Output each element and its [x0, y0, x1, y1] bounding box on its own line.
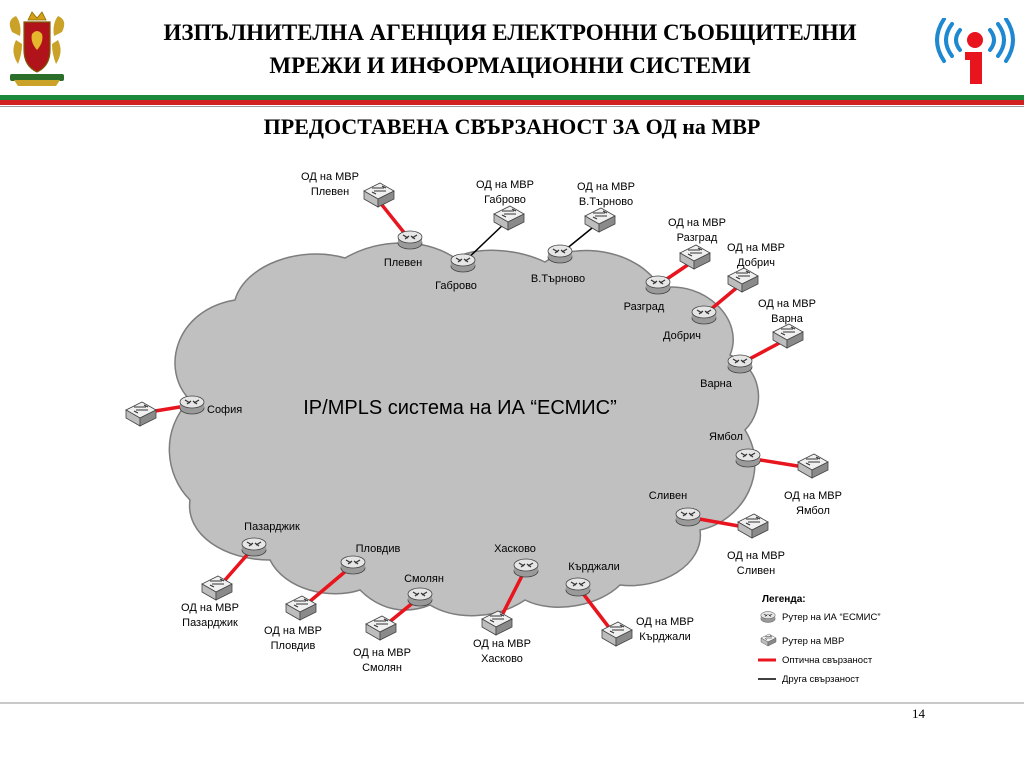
od-label-sliven: ОД на МВР Сливен — [727, 550, 785, 577]
legend-mvr-router-icon — [760, 633, 777, 647]
od-label-sliven-line2: Сливен — [737, 565, 775, 577]
header-stripe-white — [0, 92, 1024, 95]
header-title: ИЗПЪЛНИТЕЛНА АГЕНЦИЯ ЕЛЕКТРОННИ СЪОБЩИТЕ… — [130, 16, 890, 82]
switch-od-pleven — [363, 182, 395, 208]
od-label-gabrovo-line2: Габрово — [484, 194, 526, 206]
od-label-razgrad-line1: ОД на МВР — [668, 217, 726, 229]
router-label-vtarnovo: В.Търново — [531, 273, 585, 285]
router-label-yambol: Ямбол — [709, 431, 743, 443]
od-label-vtarnovo-line1: ОД на МВР — [577, 181, 635, 193]
router-dobrich — [691, 305, 717, 325]
coat-of-arms-icon — [9, 11, 65, 86]
od-label-varna-line2: Варна — [771, 313, 804, 325]
od-label-haskovo-line1: ОД на МВР — [473, 638, 531, 650]
router-label-sliven: Сливен — [649, 490, 687, 502]
router-label-haskovo: Хасково — [494, 543, 536, 555]
router-label-kardzhali: Кърджали — [568, 561, 620, 573]
od-label-smolyan: ОД на МВР Смолян — [353, 647, 411, 674]
router-kardzhali — [565, 577, 591, 597]
od-label-plovdiv: ОД на МВР Пловдив — [264, 625, 322, 652]
switch-od-yambol — [797, 453, 829, 479]
od-label-dobrich-line2: Добрич — [737, 257, 775, 269]
od-label-haskovo: ОД на МВР Хасково — [473, 638, 531, 665]
od-label-pazardzhik-line1: ОД на МВР — [181, 602, 239, 614]
legend-other: Друга свързаност — [782, 674, 860, 685]
router-label-dobrich: Добрич — [663, 330, 701, 342]
legend-title: Легенда: — [762, 594, 806, 605]
od-label-kardzhali: ОД на МВР Кърджали — [636, 616, 694, 643]
od-label-plovdiv-line2: Пловдив — [271, 640, 316, 652]
header-stripe-green — [0, 95, 1024, 100]
switch-od-sliven — [737, 513, 769, 539]
legend-mvr-router: Рутер на МВР — [782, 636, 844, 647]
router-vtarnovo — [547, 244, 573, 264]
router-label-pazardzhik: Пазарджик — [244, 521, 300, 533]
router-pleven — [397, 230, 423, 250]
router-sliven — [675, 507, 701, 527]
od-label-pazardzhik: ОД на МВР Пазарджик — [181, 602, 239, 629]
od-label-razgrad: ОД на МВР Разград — [668, 217, 726, 244]
od-label-dobrich: ОД на МВР Добрич — [727, 242, 785, 269]
switch-od-dobrich — [727, 267, 759, 293]
od-label-yambol: ОД на МВР Ямбол — [784, 490, 842, 517]
router-sofia — [179, 395, 205, 415]
router-varna — [727, 354, 753, 374]
router-gabrovo — [450, 253, 476, 273]
od-label-plovdiv-line1: ОД на МВР — [264, 625, 322, 637]
header-stripe-red — [0, 100, 1024, 105]
router-label-varna: Варна — [700, 378, 733, 390]
od-label-varna-line1: ОД на МВР — [758, 298, 816, 310]
footer-line — [0, 702, 1024, 704]
legend-esmis-router: Рутер на ИА “ЕСМИС” — [782, 612, 881, 623]
header-stripe-gray — [0, 106, 1024, 107]
router-pazardzhik — [241, 537, 267, 557]
od-label-dobrich-line1: ОД на МВР — [727, 242, 785, 254]
od-label-vtarnovo-line2: В.Търново — [579, 196, 633, 208]
page-number: 14 — [912, 706, 925, 721]
router-plovdiv — [340, 555, 366, 575]
router-label-sofia: София — [207, 404, 242, 416]
od-label-pleven: ОД на МВР Плевен — [301, 171, 359, 198]
router-smolyan — [407, 587, 433, 607]
switch-od-gabrovo — [493, 205, 525, 231]
od-label-smolyan-line1: ОД на МВР — [353, 647, 411, 659]
header-title-line1: ИЗПЪЛНИТЕЛНА АГЕНЦИЯ ЕЛЕКТРОННИ СЪОБЩИТЕ… — [163, 20, 857, 45]
legend-esmis-router-icon — [760, 611, 776, 623]
legend-fiber: Оптична свързаност — [782, 655, 873, 666]
od-label-yambol-line2: Ямбол — [796, 505, 830, 517]
od-label-pleven-line1: ОД на МВР — [301, 171, 359, 183]
od-label-haskovo-line2: Хасково — [481, 653, 523, 665]
wireless-info-logo-icon — [935, 18, 1015, 84]
router-label-smolyan: Смолян — [404, 573, 444, 585]
od-label-pazardzhik-line2: Пазарджик — [182, 617, 238, 629]
slide-subtitle: ПРЕДОСТАВЕНА СВЪРЗАНОСТ ЗА ОД на МВР — [263, 114, 761, 139]
ip-mpls-cloud — [168, 242, 760, 617]
router-haskovo — [513, 558, 539, 578]
od-label-kardzhali-line2: Кърджали — [639, 631, 691, 643]
od-label-pleven-line2: Плевен — [311, 186, 349, 198]
router-label-razgrad: Разград — [624, 301, 665, 313]
od-label-sliven-line1: ОД на МВР — [727, 550, 785, 562]
router-label-pleven: Плевен — [384, 257, 422, 269]
od-label-varna: ОД на МВР Варна — [758, 298, 816, 325]
od-label-vtarnovo: ОД на МВР В.Търново — [577, 181, 635, 208]
switch-od-vtarnovo — [584, 207, 616, 233]
router-razgrad — [645, 275, 671, 295]
od-label-razgrad-line2: Разград — [677, 232, 718, 244]
router-yambol — [735, 448, 761, 468]
od-label-yambol-line1: ОД на МВР — [784, 490, 842, 502]
od-label-kardzhali-line1: ОД на МВР — [636, 616, 694, 628]
od-label-smolyan-line2: Смолян — [362, 662, 402, 674]
od-label-gabrovo: ОД на МВР Габрово — [476, 179, 534, 206]
switch-od-sofia — [125, 401, 157, 427]
router-label-gabrovo: Габрово — [435, 280, 477, 292]
legend: Легенда: Рутер на ИА “ЕСМИС” Рутер на МВ… — [758, 594, 881, 685]
od-label-gabrovo-line1: ОД на МВР — [476, 179, 534, 191]
cloud-label: IP/MPLS система на ИА “ЕСМИС” — [303, 397, 617, 419]
router-label-plovdiv: Пловдив — [356, 543, 401, 555]
header-title-line2: МРЕЖИ И ИНФОРМАЦИОННИ СИСТЕМИ — [269, 53, 751, 78]
